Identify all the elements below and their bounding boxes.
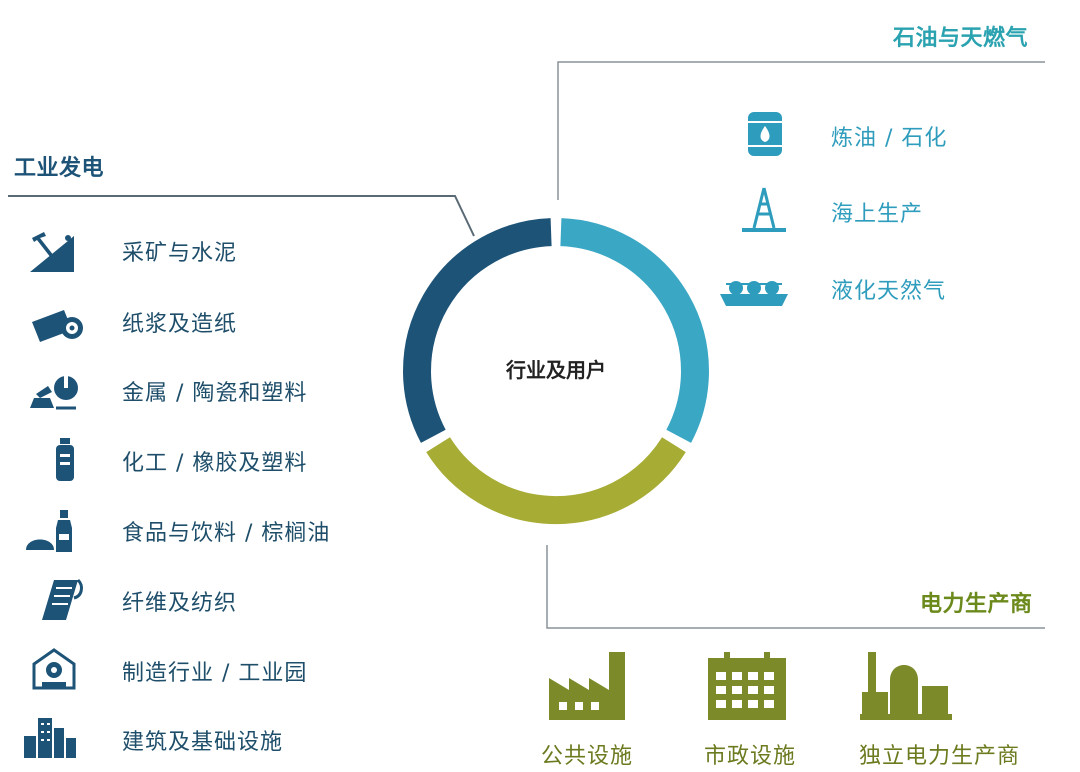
- industrial-item-label: 制造行业 / 工业园: [122, 661, 308, 686]
- textile-icon: [34, 576, 90, 624]
- power-connector: [546, 545, 1045, 629]
- lng-ship-icon: [718, 264, 790, 312]
- oil-gas-item-label: 海上生产: [831, 202, 924, 227]
- center-label: 行业及用户: [506, 358, 606, 382]
- municipal-building-icon: [706, 650, 788, 722]
- ring-segment-power: [426, 437, 686, 524]
- oil-rig-icon: [736, 186, 792, 234]
- industrial-item-label: 食品与饮料 / 棕榈油: [122, 521, 331, 546]
- industrial-connector: [8, 195, 475, 237]
- oil-gas-item-label: 炼油 / 石化: [831, 126, 948, 151]
- power-item-label: 市政设施: [704, 744, 797, 769]
- metal-pour-icon: [26, 368, 82, 416]
- bottle-icon: [38, 436, 94, 484]
- industrial-item-label: 金属 / 陶瓷和塑料: [122, 381, 308, 406]
- power-item-label: 独立电力生产商: [859, 744, 1021, 769]
- power-heading: 电力生产商: [920, 592, 1033, 617]
- power-item-label: 公共设施: [541, 744, 634, 769]
- factory-gear-icon: [28, 644, 84, 692]
- industrial-item-label: 采矿与水泥: [122, 241, 238, 266]
- food-bottle-icon: [24, 506, 80, 554]
- oil-gas-connector: [557, 61, 1045, 200]
- oil-gas-heading: 石油与天燃气: [893, 26, 1029, 51]
- industrial-heading: 工业发电: [14, 156, 105, 181]
- industrial-item-label: 化工 / 橡胶及塑料: [122, 451, 308, 476]
- ring-segment-industrial: [403, 218, 552, 443]
- oil-barrel-icon: [738, 110, 794, 158]
- industrial-item-label: 建筑及基础设施: [122, 730, 284, 755]
- buildings-icon: [22, 712, 78, 760]
- industrial-item-label: 纸浆及造纸: [122, 312, 238, 337]
- ring-segment-oil-gas: [560, 218, 709, 443]
- oil-gas-item-label: 液化天然气: [831, 279, 947, 304]
- factory-icon: [545, 648, 631, 722]
- paper-roll-icon: [30, 300, 86, 348]
- mining-icon: [24, 228, 80, 276]
- industrial-item-label: 纤维及纺织: [122, 591, 238, 616]
- power-plant-icon: [860, 650, 952, 722]
